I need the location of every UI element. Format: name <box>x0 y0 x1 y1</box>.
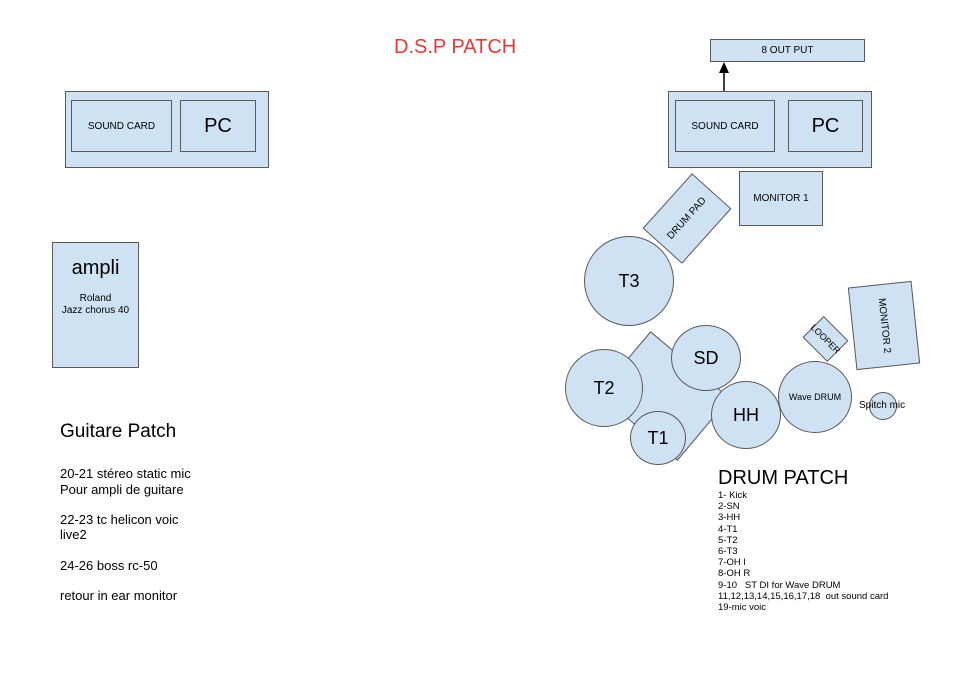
drum-patch-item: 8-OH R <box>718 568 751 580</box>
left-pc: PC <box>180 100 256 152</box>
hihat-hh: HH <box>711 381 781 449</box>
spitch-mic <box>869 392 897 420</box>
drum-patch-item: 2-SN <box>718 501 740 513</box>
ampli-box <box>52 242 139 368</box>
drum-patch-item: 11,12,13,14,15,16,17,18 out sound card <box>718 590 889 602</box>
tom-t3: T3 <box>584 236 674 326</box>
monitor2-box: MONITOR 2 <box>847 280 921 371</box>
right-pc: PC <box>788 100 863 152</box>
left-sound-card: SOUND CARD <box>71 100 172 152</box>
page-title: D.S.P PATCH <box>394 36 517 58</box>
guitar-patch-title: Guitare Patch <box>60 421 177 442</box>
right-sound-card: SOUND CARD <box>675 100 775 152</box>
ampli-model-line2: Jazz chorus 40 <box>61 305 130 316</box>
drum-patch-item: 5-T2 <box>718 534 738 546</box>
tom-t1: T1 <box>630 411 686 465</box>
snare-sd: SD <box>671 325 741 391</box>
drum-patch-item: 7-OH l <box>718 557 746 569</box>
looper-box: LOOPER <box>802 316 849 362</box>
drum-patch-title: DRUM PATCH <box>718 467 849 489</box>
guitar-patch-item4: retour in ear monitor <box>60 588 178 603</box>
drum-patch-item: 19-mic voic <box>718 602 767 614</box>
drum-patch-item: 4-T1 <box>718 523 738 535</box>
drum-patch-item: 3-HH <box>718 512 741 524</box>
drum-patch-item: 1- Kick <box>718 490 748 501</box>
guitar-patch-item2-line2: live2 <box>60 527 87 542</box>
ampli-model-line1: Roland <box>79 293 112 304</box>
guitar-patch-item2-line1: 22-23 tc helicon voic <box>60 512 179 527</box>
arrow-head <box>719 62 729 73</box>
guitar-patch-item1-line2: Pour ampli de guitare <box>60 482 184 497</box>
wave-drum: Wave DRUM <box>778 361 852 433</box>
tom-t2: T2 <box>565 349 643 427</box>
guitar-patch-item3: 24-26 boss rc-50 <box>60 558 158 573</box>
drum-patch-item: 6-T3 <box>718 546 738 558</box>
output-box: 8 OUT PUT <box>710 39 865 62</box>
drum-patch-item: 9-10 ST DI for Wave DRUM <box>718 579 841 591</box>
drum-patch-list: 1- Kick 2-SN 3-HH 4-T1 5-T2 6-T3 7-OH l … <box>718 490 888 613</box>
spitch-mic-label: Spitch mic <box>859 400 906 411</box>
guitar-patch-item1-line1: 20-21 stéreo static mic <box>60 466 191 481</box>
ampli-title: ampli <box>71 257 120 279</box>
monitor1-box: MONITOR 1 <box>739 171 823 226</box>
